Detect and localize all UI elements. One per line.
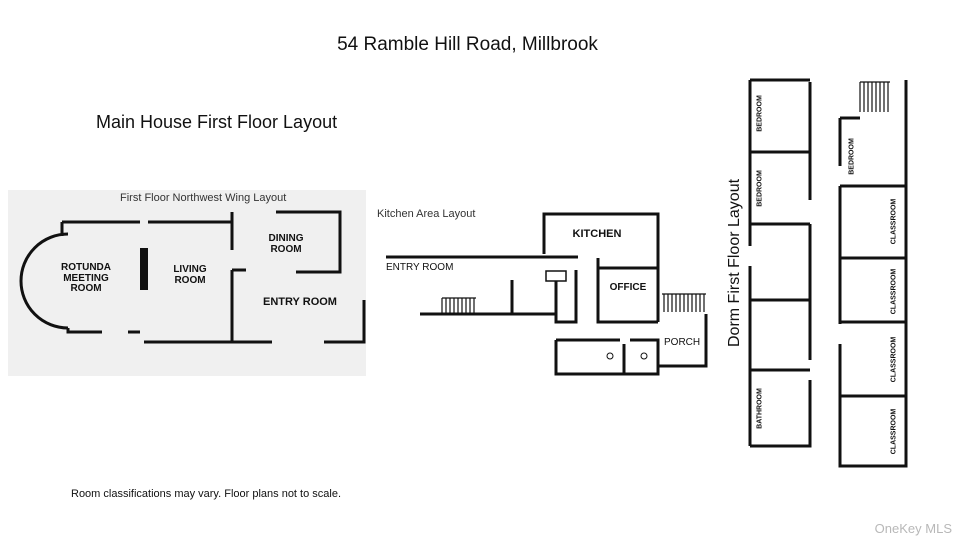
room-label-kitchen-entry: ENTRY ROOM: [386, 262, 454, 273]
room-label-rotunda: ROTUNDA MEETING ROOM: [61, 262, 111, 294]
porch-fixtures: [606, 352, 648, 360]
dorm-left-room-1: BEDROOM: [756, 95, 764, 132]
dorm-left-walls: [748, 78, 812, 448]
kitchen-area-caption: Kitchen Area Layout: [377, 208, 476, 220]
dorm-right-room-3: CLASSROOM: [890, 268, 898, 315]
dorm-right-room-5: CLASSROOM: [890, 408, 898, 455]
page-title: 54 Ramble Hill Road, Millbrook: [337, 34, 598, 55]
room-label-office: OFFICE: [609, 282, 647, 293]
room-label-kitchen: KITCHEN: [572, 228, 622, 240]
room-label-dining: DINING ROOM: [268, 233, 304, 255]
dorm-right-walls: [838, 80, 908, 468]
fireplace-block: [140, 248, 148, 290]
dorm-left-room-3: BATHROOM: [756, 388, 764, 429]
dorm-stairs: [859, 81, 890, 112]
dorm-left-room-2: BEDROOM: [756, 170, 764, 207]
kitchen-area-walls: [386, 212, 708, 376]
room-label-porch: PORCH: [664, 337, 701, 348]
kitchen-counter: [545, 270, 567, 282]
northwest-wing-walls: [19, 210, 366, 344]
dorm-title: Dorm First Floor Layout: [726, 178, 743, 347]
dorm-right-room-1: BEDROOM: [848, 138, 856, 175]
dorm-right-room-4: CLASSROOM: [890, 336, 898, 383]
disclaimer-note: Room classifications may vary. Floor pla…: [71, 488, 342, 500]
dorm-right-room-2: CLASSROOM: [890, 198, 898, 245]
kitchen-stairs: [441, 293, 706, 314]
main-house-title: Main House First Floor Layout: [96, 112, 338, 132]
watermark: OneKey MLS: [874, 521, 952, 536]
room-label-living: LIVING ROOM: [173, 264, 207, 286]
northwest-wing-caption: First Floor Northwest Wing Layout: [120, 192, 287, 204]
room-label-entry: ENTRY ROOM: [263, 296, 337, 308]
